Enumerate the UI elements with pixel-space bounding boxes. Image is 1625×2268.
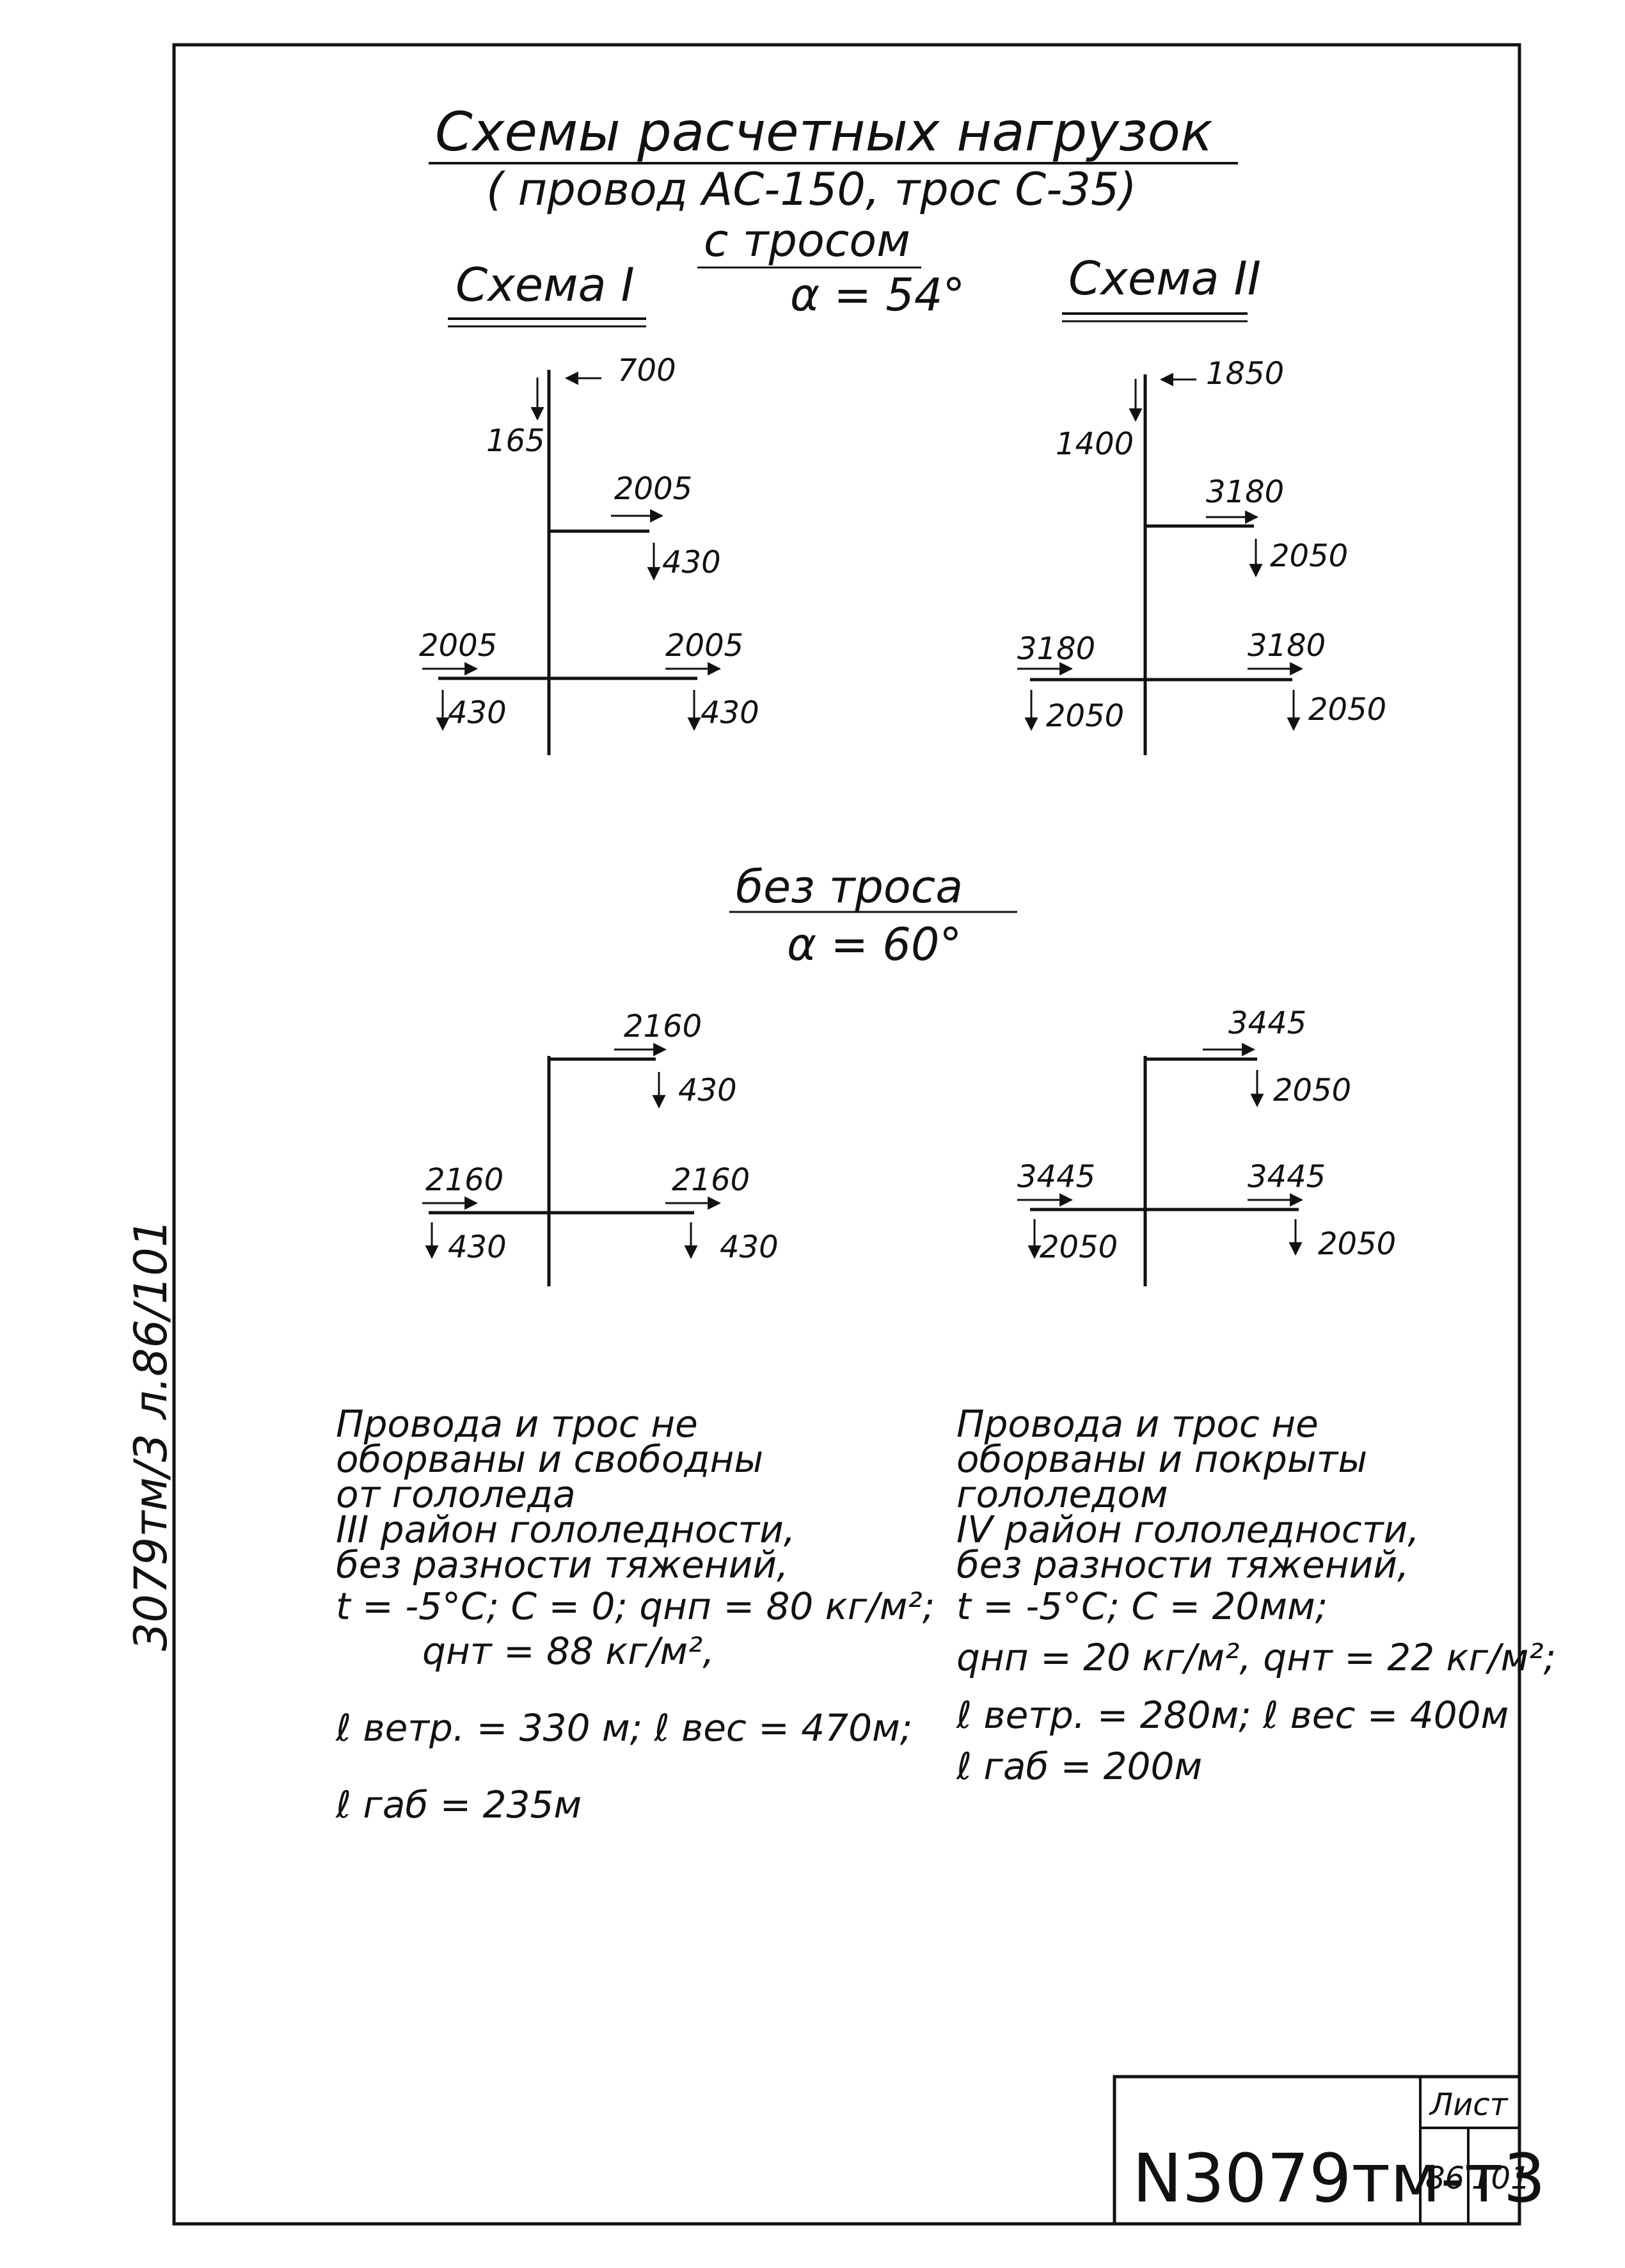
value-left-horizontal: 2160	[425, 1162, 503, 1198]
value-left-vertical: 2050	[1046, 698, 1124, 734]
value-right-horizontal: 2160	[672, 1162, 750, 1198]
value-top-horizontal: 2160	[624, 1009, 702, 1044]
side-reference: 3079тм/3 л.86/101	[125, 1219, 177, 1651]
value-top-vertical: 165	[486, 423, 545, 459]
note-line: ℓ ветр. = 280м; ℓ вес = 400м	[956, 1693, 1509, 1737]
without-cable-label: без троса	[736, 861, 963, 913]
notes-left: Провода и трос не оборваны и свободны от…	[335, 1402, 935, 1826]
value-right-vertical: 430	[720, 1229, 779, 1265]
note-line: Провода и трос не	[336, 1402, 698, 1446]
note-line: ℓ габ = 200м	[956, 1745, 1202, 1788]
sheet-frame	[172, 43, 1521, 2226]
note-line: от гололеда	[336, 1473, 576, 1516]
with-cable-label: с тросом	[704, 214, 910, 267]
diagram-scheme1-with-cable: 700 165 2005 430 2005 430 2005 430	[419, 353, 759, 755]
note-line: без разности тяжений,	[336, 1543, 789, 1586]
note-line: qнт = 88 кг/м²,	[422, 1629, 715, 1673]
note-line: оборваны и покрыты	[956, 1437, 1367, 1481]
value-top-vertical: 2050	[1273, 1073, 1351, 1108]
note-line: qнп = 20 кг/м², qнт = 22 кг/м²;	[956, 1636, 1556, 1679]
value-right-horizontal: 2005	[665, 628, 743, 664]
alpha-with-cable: α = 54°	[790, 269, 965, 321]
diagram-scheme2-without-cable: 3445 2050 3445 2050 3445 2050	[1017, 1005, 1396, 1286]
notes-right: Провода и трос не оборваны и покрыты гол…	[956, 1402, 1556, 1788]
value-left-horizontal: 3180	[1017, 631, 1095, 667]
value-top-vertical: 1400	[1056, 426, 1134, 462]
note-line: III район гололедности,	[336, 1508, 795, 1551]
note-line: гололедом	[956, 1473, 1168, 1516]
value-top-vertical: 430	[678, 1073, 737, 1108]
note-line: ℓ габ = 235м	[335, 1783, 582, 1826]
note-line: ℓ ветр. = 330 м; ℓ вес = 470м;	[335, 1706, 912, 1750]
document-number: N3079тм-т3	[1132, 2139, 1546, 2217]
value-top-horizontal: 3445	[1228, 1005, 1306, 1041]
value-right-horizontal: 3180	[1248, 628, 1326, 664]
value-mid-horizontal: 2005	[614, 471, 692, 507]
note-line: оборваны и свободны	[336, 1437, 763, 1481]
page-subtitle: ( провод АС-150, трос С-35)	[486, 163, 1137, 216]
value-left-vertical: 430	[448, 1229, 507, 1265]
alpha-without-cable: α = 60°	[787, 918, 962, 971]
sheet-label: Лист	[1429, 2087, 1509, 2123]
value-right-vertical: 2050	[1318, 1226, 1396, 1262]
scheme-2-label: Схема II	[1068, 252, 1261, 305]
scheme-1-label: Схема I	[456, 258, 635, 312]
value-right-horizontal: 3445	[1248, 1159, 1326, 1195]
note-line: IV район гололедности,	[956, 1508, 1420, 1551]
value-left-vertical: 2050	[1040, 1229, 1118, 1265]
value-right-vertical: 2050	[1308, 692, 1386, 728]
value-left-vertical: 430	[448, 695, 507, 731]
diagram-scheme2-with-cable: 1850 1400 3180 2050 3180 2050 3180 2050	[1017, 356, 1386, 755]
diagram-scheme1-without-cable: 2160 430 2160 430 2160 430	[422, 1009, 779, 1286]
sheet-number: 86	[1425, 2160, 1464, 2196]
value-left-horizontal: 2005	[419, 628, 497, 664]
page-title: Схемы расчетных нагрузок	[435, 100, 1213, 163]
title-block-frame	[1113, 2075, 1521, 2226]
note-line: Провода и трос не	[956, 1402, 1319, 1446]
value-mid-vertical: 2050	[1270, 538, 1348, 574]
value-mid-horizontal: 3180	[1206, 474, 1284, 510]
note-line: без разности тяжений,	[956, 1543, 1409, 1586]
value-top-horizontal: 700	[617, 353, 676, 388]
value-left-horizontal: 3445	[1017, 1159, 1095, 1195]
value-mid-vertical: 430	[662, 545, 721, 580]
title-block: N3079тм-т3 Лист 86 101	[1113, 2075, 1546, 2226]
value-right-vertical: 430	[701, 695, 759, 731]
value-top-horizontal: 1850	[1206, 356, 1284, 392]
note-line: t = -5°C; C = 0; qнп = 80 кг/м²;	[336, 1585, 935, 1628]
note-line: t = -5°C; C = 20мм;	[956, 1585, 1328, 1628]
sheet-total: 101	[1471, 2160, 1530, 2196]
